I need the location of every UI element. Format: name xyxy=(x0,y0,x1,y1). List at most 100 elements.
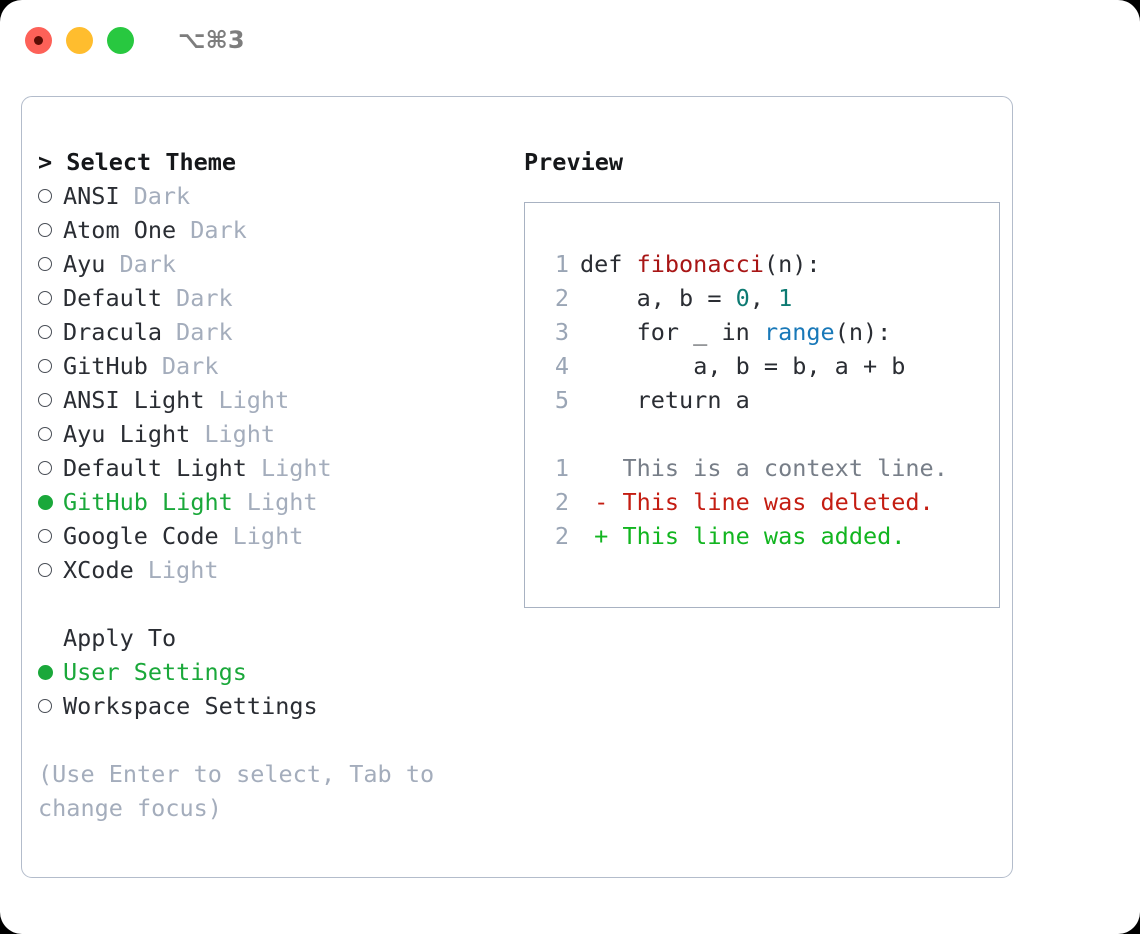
radio-unselected-icon xyxy=(38,189,63,203)
theme-option-google-code[interactable]: Google Code Light xyxy=(38,519,508,553)
theme-option-label: Dracula xyxy=(63,318,163,346)
line-number: 2 xyxy=(554,522,569,550)
code-token-func: fibonacci xyxy=(636,250,764,278)
line-number: 1 xyxy=(554,250,569,278)
code-diff-spacer xyxy=(543,417,999,451)
apply-to-option-label: Workspace Settings xyxy=(63,692,318,720)
theme-option-label: Atom One xyxy=(63,216,177,244)
line-number: 4 xyxy=(554,352,569,380)
minimize-button[interactable] xyxy=(66,26,93,54)
keyboard-hint-text: (Use Enter to select, Tab to change focu… xyxy=(38,760,435,822)
radio-unselected-icon xyxy=(38,699,63,713)
code-text: a, b = 0, 1 xyxy=(580,284,793,312)
radio-unselected-icon xyxy=(38,223,63,237)
radio-glyph xyxy=(38,291,52,305)
theme-option-tag: Light xyxy=(232,522,304,550)
theme-option-tag: Dark xyxy=(190,216,247,244)
radio-glyph xyxy=(38,529,52,543)
radio-unselected-icon xyxy=(38,393,63,407)
code-token-plain: for _ in xyxy=(636,318,764,346)
radio-unselected-icon xyxy=(38,563,63,577)
diff-line-add: 2 + This line was added. xyxy=(543,519,999,553)
line-number: 5 xyxy=(554,386,569,414)
theme-option-ansi[interactable]: ANSI Dark xyxy=(38,179,508,213)
code-token-num: 1 xyxy=(778,284,793,312)
code-token-plain: (n): xyxy=(834,318,892,346)
theme-option-ansi-light[interactable]: ANSI Light Light xyxy=(38,383,508,417)
theme-option-label: GitHub Light xyxy=(63,488,233,516)
diff-text: + This line was added. xyxy=(580,522,906,550)
theme-option-label: ANSI Light xyxy=(63,386,205,414)
apply-to-option-workspace-settings[interactable]: Workspace Settings xyxy=(38,689,508,723)
radio-selected-icon xyxy=(38,664,63,680)
theme-option-tag: Light xyxy=(260,454,332,482)
theme-option-atom-one[interactable]: Atom One Dark xyxy=(38,213,508,247)
theme-option-label: Ayu xyxy=(63,250,106,278)
recording-indicator-icon xyxy=(34,35,43,45)
code-token-plain: a, b = xyxy=(636,284,736,312)
code-token-plain: return a xyxy=(636,386,750,414)
radio-glyph xyxy=(38,325,52,339)
radio-glyph xyxy=(38,699,52,713)
code-token-plain: (n): xyxy=(763,250,821,278)
theme-option-dracula[interactable]: Dracula Dark xyxy=(38,315,508,349)
code-text: def fibonacci(n): xyxy=(580,250,821,278)
theme-option-label: GitHub xyxy=(63,352,148,380)
radio-glyph xyxy=(38,393,52,407)
radio-glyph xyxy=(38,189,52,203)
radio-unselected-icon xyxy=(38,427,63,441)
theme-option-label: XCode xyxy=(63,556,134,584)
code-text: return a xyxy=(580,386,750,414)
radio-glyph xyxy=(38,359,52,373)
code-token-plain: a, b = b, a + b xyxy=(693,352,906,380)
theme-option-label: Google Code xyxy=(63,522,219,550)
diff-line-del: 2 - This line was deleted. xyxy=(543,485,999,519)
select-theme-heading: > Select Theme xyxy=(38,148,237,176)
radio-glyph xyxy=(38,223,52,237)
line-number: 1 xyxy=(554,454,569,482)
code-token-num: 0 xyxy=(735,284,750,312)
theme-option-tag: Dark xyxy=(176,284,233,312)
code-line: 3 for _ in range(n): xyxy=(543,315,999,349)
theme-option-tag: Light xyxy=(218,386,290,414)
radio-glyph xyxy=(38,664,53,680)
theme-option-label: ANSI xyxy=(63,182,120,210)
apply-to-option-user-settings[interactable]: User Settings xyxy=(38,655,508,689)
code-token-plain: , xyxy=(749,284,779,312)
radio-unselected-icon xyxy=(38,325,63,339)
code-line: 1 def fibonacci(n): xyxy=(543,247,999,281)
code-line: 4 a, b = b, a + b xyxy=(543,349,999,383)
diff-line-ctx: 1 This is a context line. xyxy=(543,451,999,485)
code-text: a, b = b, a + b xyxy=(580,352,905,380)
theme-option-tag: Light xyxy=(246,488,318,516)
code-line: 2 a, b = 0, 1 xyxy=(543,281,999,315)
maximize-button[interactable] xyxy=(107,26,134,54)
code-line: 5 return a xyxy=(543,383,999,417)
diff-text: This is a context line. xyxy=(580,454,948,482)
theme-option-github-light[interactable]: GitHub Light Light xyxy=(38,485,508,519)
code-token-plain: def xyxy=(580,250,637,278)
theme-option-tag: Dark xyxy=(176,318,233,346)
radio-glyph xyxy=(38,461,52,475)
diff-text: - This line was deleted. xyxy=(580,488,934,516)
line-number: 2 xyxy=(554,284,569,312)
theme-option-tag: Dark xyxy=(133,182,191,210)
theme-option-tag: Light xyxy=(204,420,276,448)
radio-unselected-icon xyxy=(38,359,63,373)
radio-selected-icon xyxy=(38,494,63,510)
radio-unselected-icon xyxy=(38,529,63,543)
close-button[interactable] xyxy=(25,26,52,54)
diff-sample: 1 This is a context line.2 - This line w… xyxy=(543,451,999,553)
